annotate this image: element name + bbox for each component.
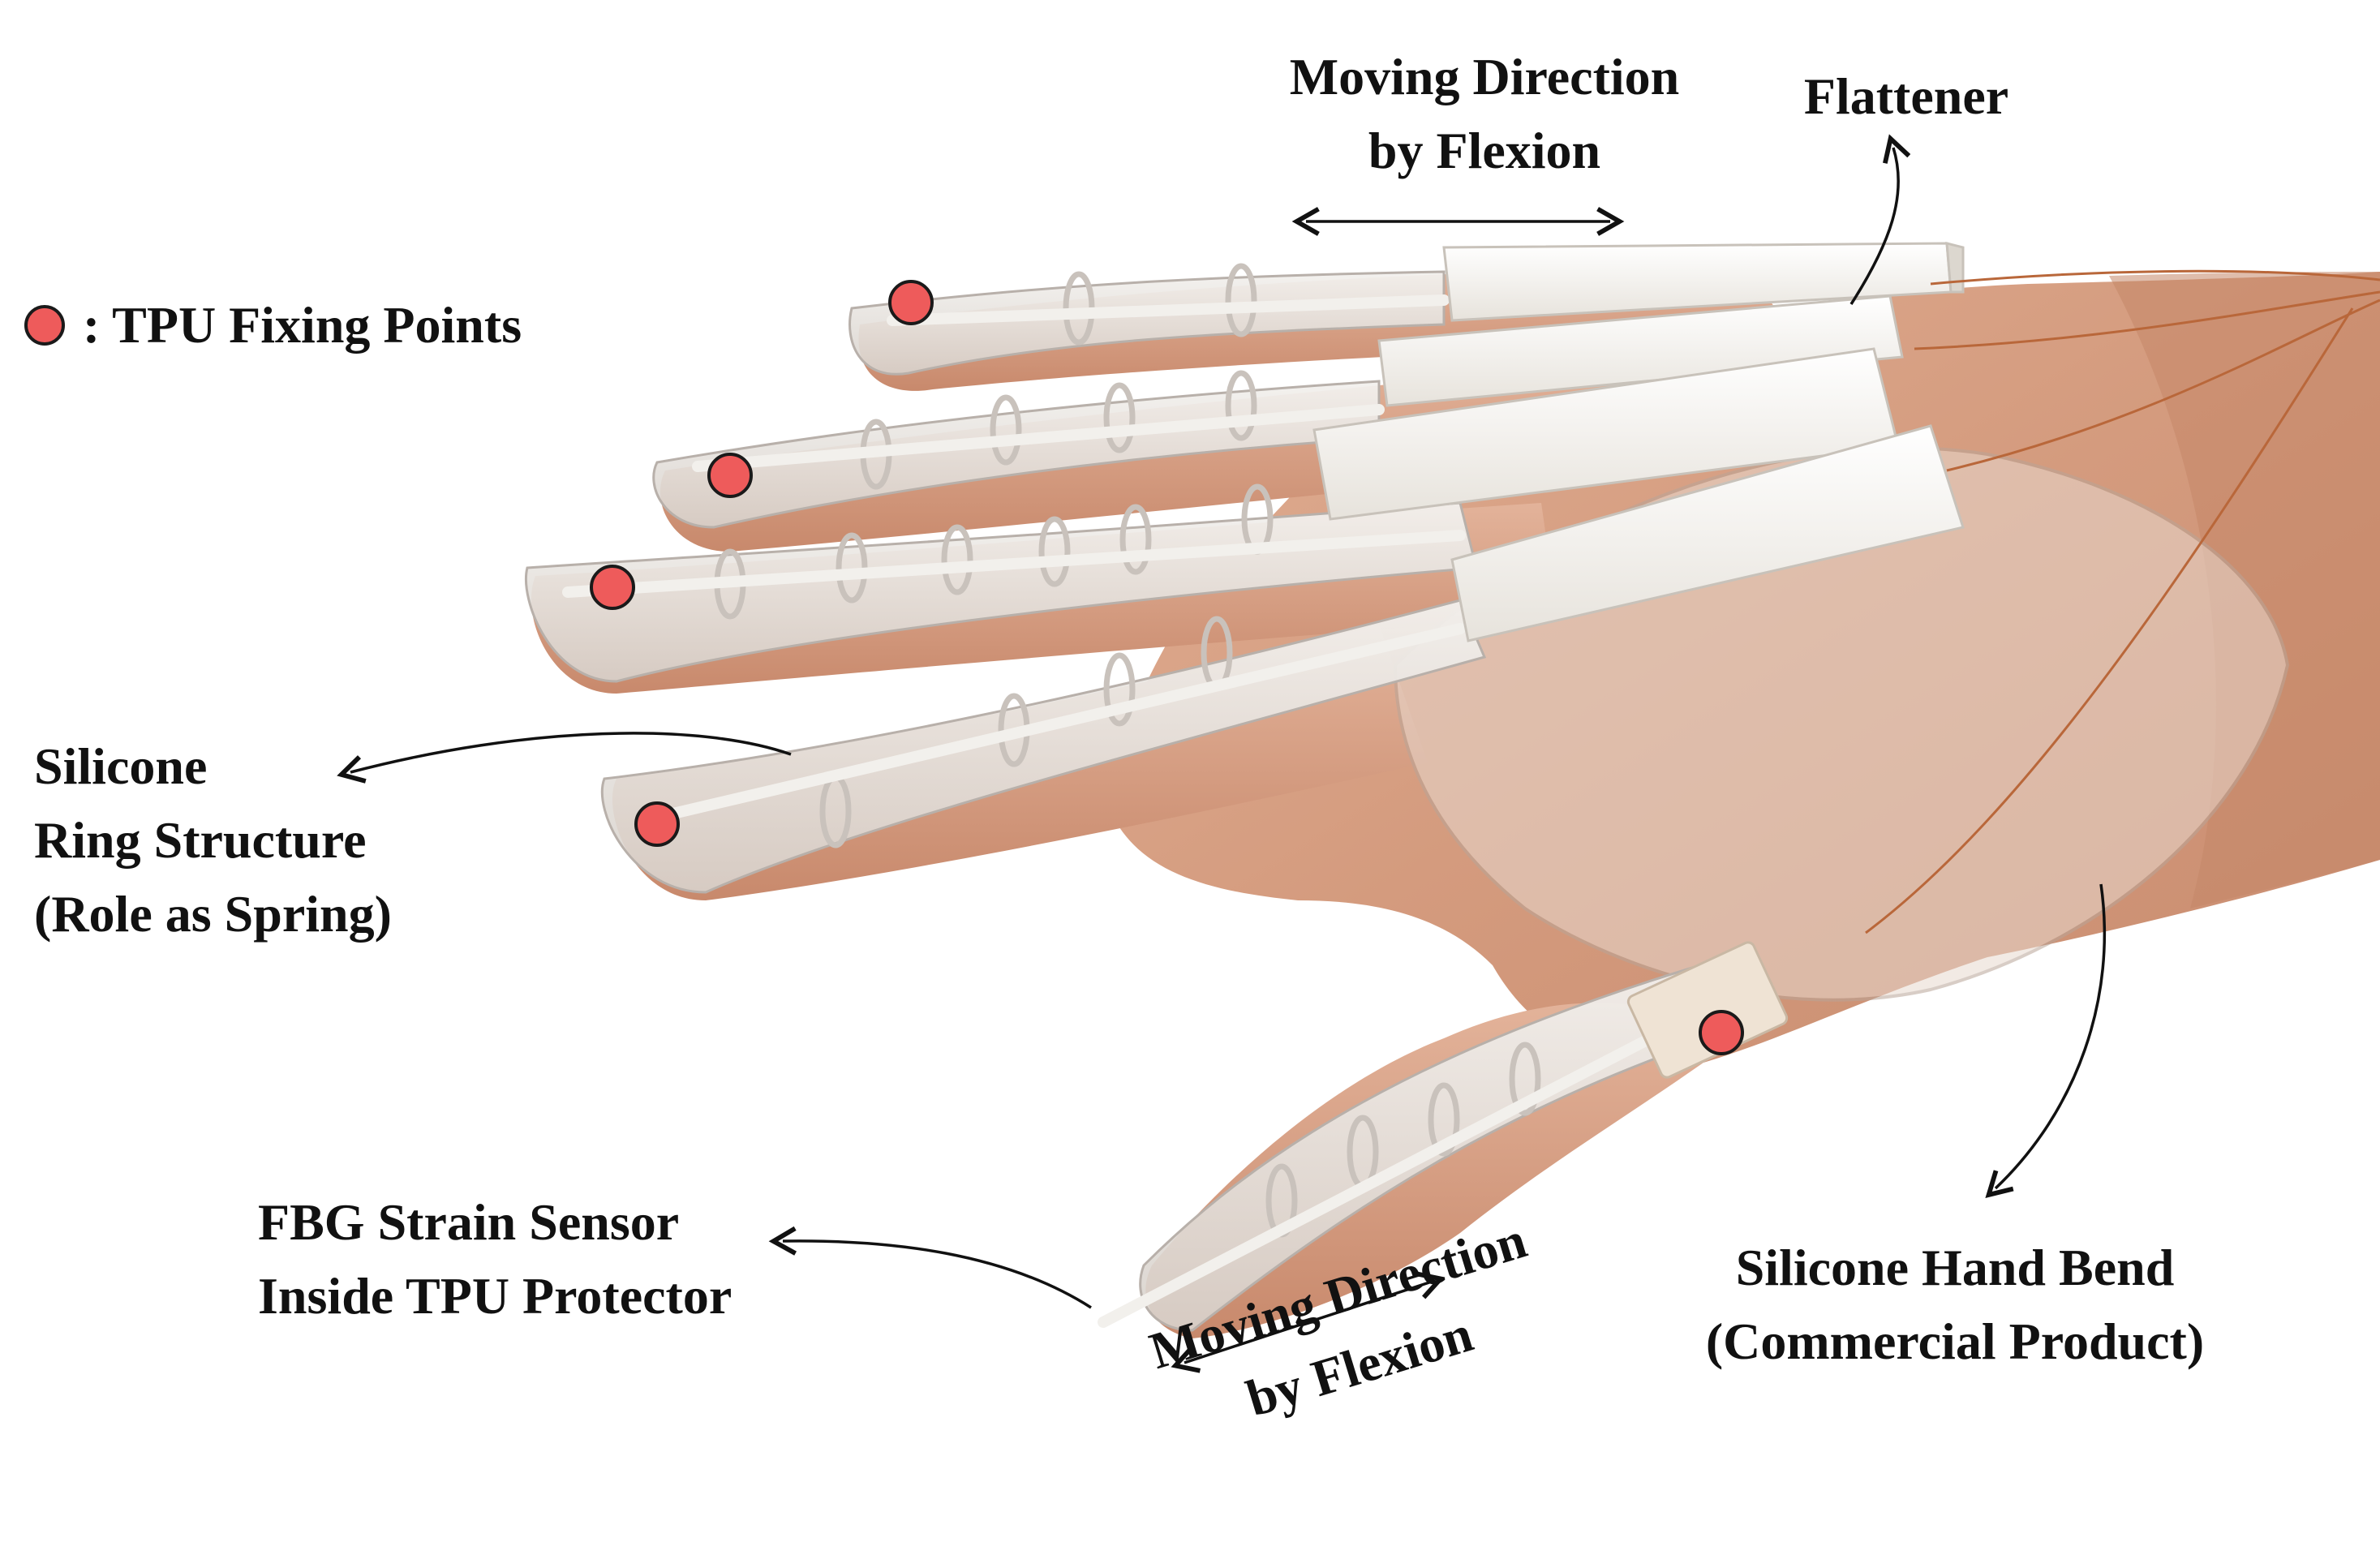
moving-direction-top-label: Moving Direction by Flexion [1152, 41, 1817, 188]
legend: : TPU Fixing Points [24, 289, 522, 363]
tpu-fixing-points [590, 280, 1744, 1055]
silicone-ring-line-1: Silicone [34, 737, 208, 795]
tpu-fixing-point-legend-marker [24, 305, 65, 346]
silicone-ring-line-2: Ring Structure [34, 810, 367, 869]
silicone-ring-arrow [337, 732, 792, 784]
silicone-ring-label: Silicone Ring Structure (Role as Spring) [34, 730, 392, 951]
flatteners [1312, 242, 1965, 642]
fbg-sensor-label: FBG Strain Sensor Inside TPU Protector [258, 1186, 732, 1334]
hand-bend-line-2: (Commercial Product) [1705, 1312, 2205, 1370]
hand-bend-label: Silicone Hand Bend (Commercial Product) [1639, 1231, 2271, 1379]
fbg-sensor-tubes [562, 294, 1750, 1328]
flattener-arrow [1849, 134, 1911, 305]
silicone-ring-line-3: (Role as Spring) [34, 884, 392, 943]
fbg-sensor-line-1: FBG Strain Sensor [258, 1193, 680, 1251]
moving-direction-top-line-2: by Flexion [1368, 121, 1601, 179]
flattener-label: Flattener [1803, 67, 2009, 125]
hand-bend-arrow [1985, 883, 2107, 1198]
moving-direction-top-line-1: Moving Direction [1289, 48, 1680, 105]
hand-bend-line-1: Silicone Hand Bend [1735, 1239, 2175, 1296]
legend-text: : TPU Fixing Points [83, 296, 522, 354]
fbg-sensor-line-2: Inside TPU Protector [258, 1266, 732, 1325]
optical-fibres [1865, 269, 2380, 934]
annotation-arrows [337, 134, 2107, 1373]
moving-direction-bottom-arrow [1171, 1271, 1446, 1373]
fbg-arrow [768, 1226, 1092, 1309]
